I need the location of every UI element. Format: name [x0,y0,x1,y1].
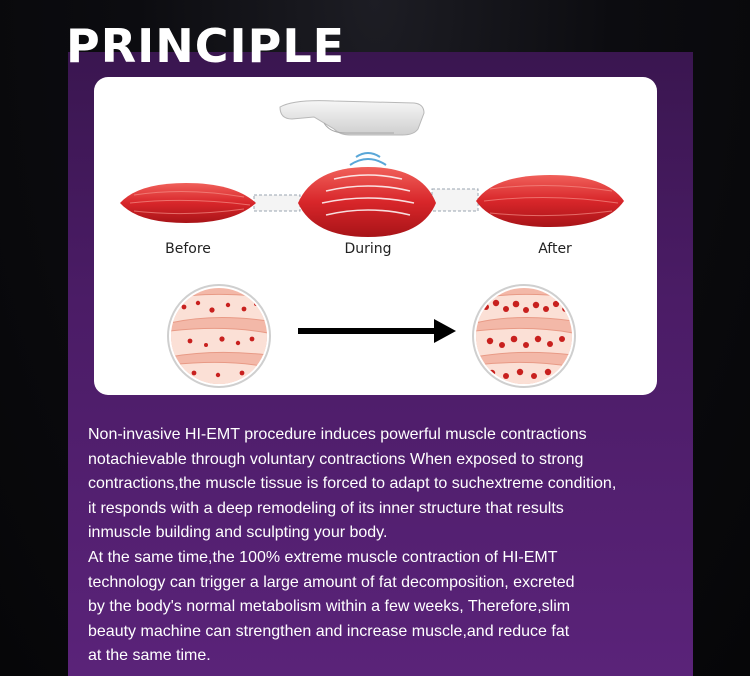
transformation-arrow-icon [298,319,456,343]
fat-tissue-after-icon [472,284,576,388]
muscle-after-icon [476,175,624,227]
illustration-card: Before During After [94,77,657,395]
stage-label-during: During [344,241,392,257]
hiemt-illustration [120,100,624,388]
muscle-before-icon [120,183,256,223]
fat-tissue-before-icon [167,284,271,388]
description-paragraph-1: Non-invasive HI-EMT procedure induces po… [88,426,617,542]
device-handpiece-icon [279,100,425,136]
muscle-connector [253,188,479,212]
stage-label-after: After [538,241,572,257]
energy-waves-icon [349,152,387,166]
muscle-during-icon [298,167,436,237]
stage-label-before: Before [165,241,211,257]
description-paragraph-2: At the same time,the 100% extreme muscle… [88,548,575,665]
page-title: PRINCIPLE [66,19,346,73]
principle-description: Non-invasive HI-EMT procedure induces po… [88,423,688,669]
